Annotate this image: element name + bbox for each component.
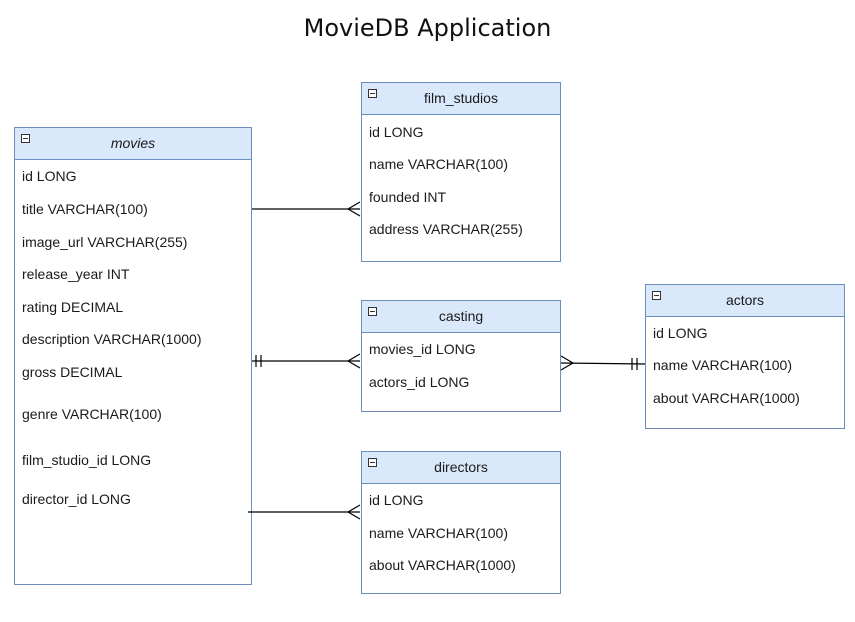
field-movies-image-url: image_url VARCHAR(255) [22, 234, 188, 250]
entity-header-directors[interactable]: directors [362, 452, 560, 484]
entity-casting[interactable]: casting movies_id LONG actors_id LONG [361, 300, 561, 412]
entity-title-movies: movies [110, 135, 156, 151]
field-directors-id: id LONG [369, 492, 424, 508]
entity-header-actors[interactable]: actors [646, 285, 844, 317]
field-directors-name: name VARCHAR(100) [369, 525, 509, 541]
entity-header-film-studios[interactable]: film_studios [362, 83, 560, 115]
field-movies-gross: gross DECIMAL [22, 364, 123, 380]
field-film-studios-founded: founded INT [369, 189, 447, 205]
entity-film-studios[interactable]: film_studios id LONG name VARCHAR(100) f… [361, 82, 561, 262]
relationship-actors-casting[interactable] [560, 355, 646, 371]
collapse-icon[interactable] [368, 307, 377, 316]
collapse-icon[interactable] [368, 89, 377, 98]
diagram-title: MovieDB Application [303, 14, 552, 42]
field-movies-rating: rating DECIMAL [22, 299, 124, 315]
entity-directors[interactable]: directors id LONG name VARCHAR(100) abou… [361, 451, 561, 594]
field-actors-about: about VARCHAR(1000) [653, 390, 800, 406]
field-casting-actors-id: actors_id LONG [369, 374, 470, 390]
field-movies-film-studio-id: film_studio_id LONG [22, 452, 152, 468]
relationship-movies-film-studios[interactable] [252, 201, 361, 217]
field-film-studios-id: id LONG [369, 124, 424, 140]
field-movies-genre: genre VARCHAR(100) [22, 406, 162, 422]
entity-title-directors: directors [434, 459, 488, 475]
field-film-studios-name: name VARCHAR(100) [369, 156, 509, 172]
field-movies-director-id: director_id LONG [22, 491, 131, 507]
field-movies-description: description VARCHAR(1000) [22, 331, 202, 347]
entity-header-movies[interactable]: movies [15, 128, 251, 160]
collapse-icon[interactable] [652, 291, 661, 300]
field-movies-title: title VARCHAR(100) [22, 201, 148, 217]
field-casting-movies-id: movies_id LONG [369, 341, 476, 357]
entity-title-casting: casting [438, 308, 484, 324]
field-actors-id: id LONG [653, 325, 708, 341]
field-actors-name: name VARCHAR(100) [653, 357, 793, 373]
relationship-movies-casting[interactable] [252, 353, 361, 369]
entity-actors[interactable]: actors id LONG name VARCHAR(100) about V… [645, 284, 845, 429]
entity-movies[interactable]: movies id LONG title VARCHAR(100) image_… [14, 127, 252, 585]
field-movies-id: id LONG [22, 168, 77, 184]
collapse-icon[interactable] [368, 458, 377, 467]
field-movies-release-year: release_year INT [22, 266, 130, 282]
field-film-studios-address: address VARCHAR(255) [369, 221, 523, 237]
entity-header-casting[interactable]: casting [362, 301, 560, 333]
relationship-movies-directors[interactable] [248, 504, 361, 520]
field-directors-about: about VARCHAR(1000) [369, 557, 516, 573]
collapse-icon[interactable] [21, 134, 30, 143]
entity-title-actors: actors [725, 292, 765, 308]
entity-title-film-studios: film_studios [424, 90, 498, 106]
